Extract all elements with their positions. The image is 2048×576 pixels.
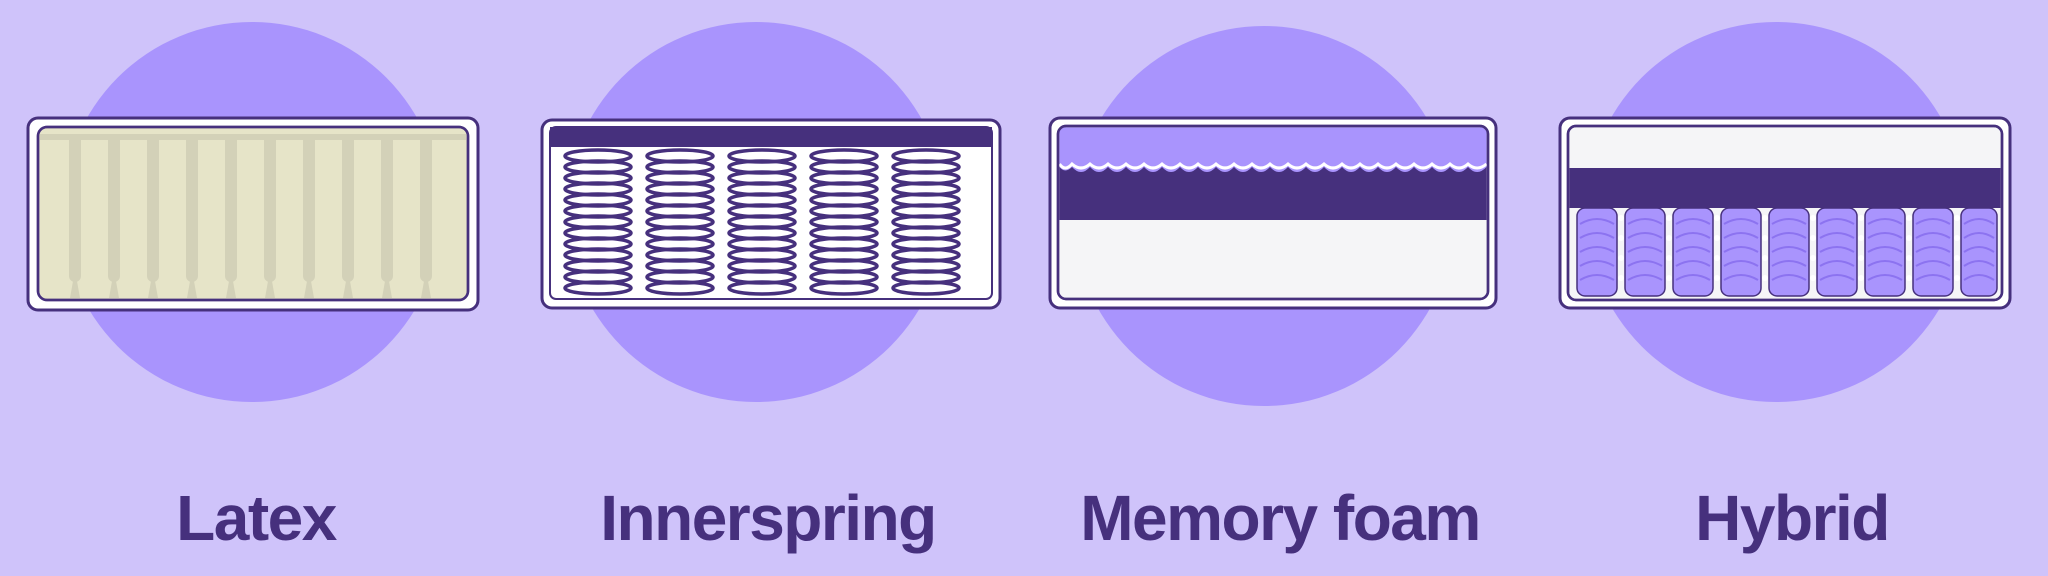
panel-hybrid: Hybrid: [1536, 0, 2048, 576]
panel-memory-foam: Memory foam: [1024, 0, 1536, 576]
label-innerspring: Innerspring: [600, 482, 937, 554]
panel-latex: Latex: [0, 0, 512, 576]
latex-mattress-illustration: [26, 116, 480, 312]
label-hybrid: Hybrid: [1695, 482, 1890, 554]
panel-innerspring: Innerspring: [512, 0, 1024, 576]
memory-foam-mattress-illustration: [1048, 116, 1498, 310]
label-latex: Latex: [176, 482, 337, 554]
label-memory-foam: Memory foam: [1080, 482, 1481, 554]
innerspring-mattress-illustration: [540, 118, 1002, 310]
hybrid-mattress-illustration: [1558, 116, 2012, 310]
